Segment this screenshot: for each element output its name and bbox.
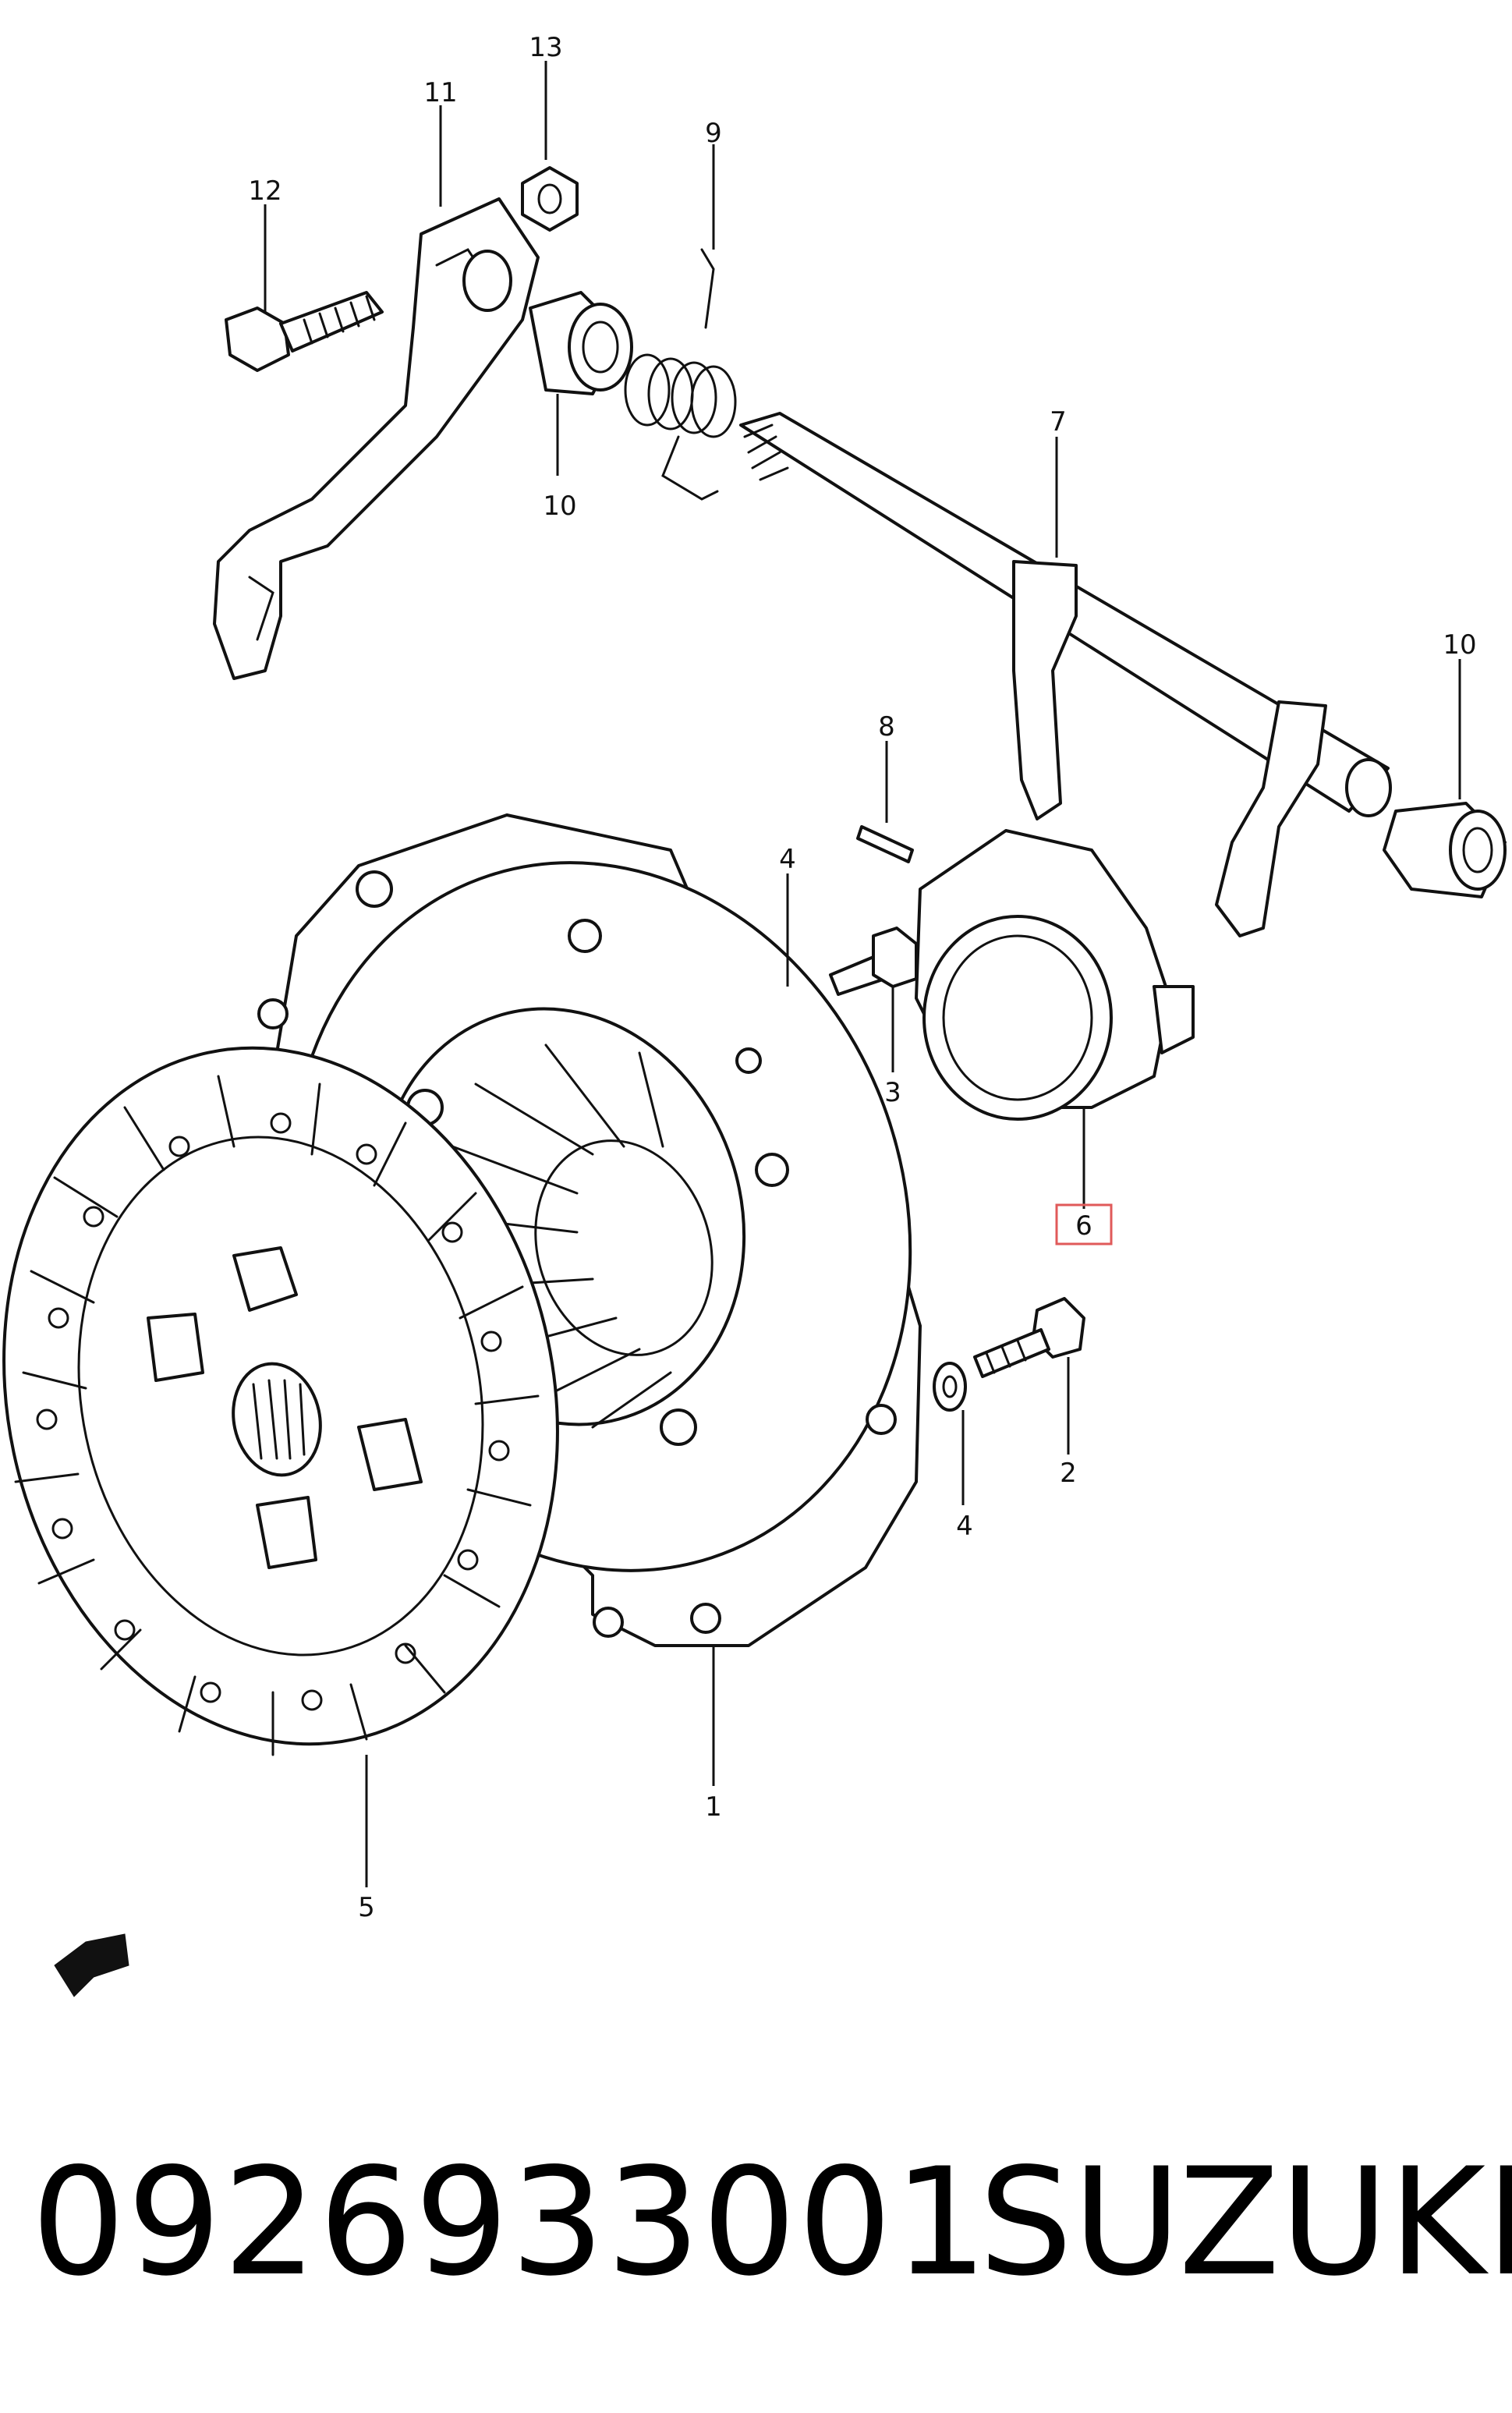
callout-9: 9 bbox=[705, 118, 722, 149]
callout-13: 13 bbox=[529, 32, 562, 63]
part-number: 0926933001 bbox=[31, 2136, 990, 2308]
callout-4-bottom: 4 bbox=[956, 1511, 973, 1542]
callout-4-top: 4 bbox=[779, 844, 796, 875]
callout-2: 2 bbox=[1060, 1458, 1077, 1489]
callout-10-top: 10 bbox=[543, 491, 576, 522]
callout-labels: 13 11 9 12 10 7 10 8 4 3 6 2 4 1 5 bbox=[248, 32, 1476, 1923]
release-fork-part bbox=[213, 197, 540, 680]
pin-8-part bbox=[856, 825, 914, 863]
spring-9-part bbox=[624, 248, 737, 501]
callout-7: 7 bbox=[1050, 406, 1067, 438]
bolt-12-part bbox=[225, 291, 384, 372]
release-shaft-7-part bbox=[739, 412, 1392, 937]
clutch-exploded-diagram: 13 11 9 12 10 7 10 8 4 3 6 2 4 1 5 bbox=[2, 32, 1507, 1997]
bolt-3-part bbox=[829, 927, 918, 996]
clutch-disc-5-part bbox=[2, 1046, 559, 1756]
bolt-2-part bbox=[973, 1297, 1085, 1378]
leader-lines bbox=[264, 61, 1461, 1887]
callout-5: 5 bbox=[358, 1892, 375, 1923]
callout-8: 8 bbox=[878, 711, 895, 742]
brand-name: SUZUKI bbox=[979, 2136, 1512, 2308]
bushing-10-right-part bbox=[1383, 802, 1507, 898]
release-bearing-6-part bbox=[915, 829, 1195, 1121]
callout-11: 11 bbox=[423, 77, 457, 108]
callout-10-right: 10 bbox=[1443, 629, 1476, 661]
callout-6-highlight bbox=[1055, 1203, 1113, 1245]
callout-3: 3 bbox=[884, 1077, 901, 1108]
front-arrow-icon bbox=[54, 1933, 129, 1997]
callout-6: 6 bbox=[1075, 1210, 1092, 1242]
nut-13-part bbox=[521, 166, 579, 232]
bushing-10-top-part bbox=[529, 291, 633, 395]
callout-12: 12 bbox=[248, 175, 282, 207]
caption: 0926933001 SUZUKI bbox=[0, 2137, 1512, 2308]
washer-4-bottom-part bbox=[933, 1362, 967, 1412]
callout-1: 1 bbox=[705, 1791, 722, 1823]
